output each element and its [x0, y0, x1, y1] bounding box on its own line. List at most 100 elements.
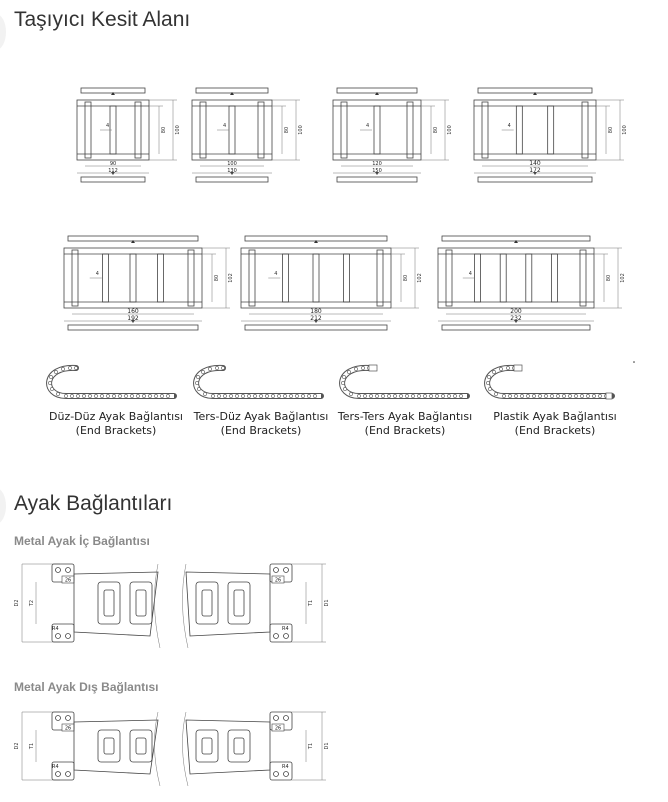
link-hole [100, 394, 104, 398]
pitch-label: 4 [366, 123, 369, 129]
link-hole [195, 381, 199, 385]
link-hole [124, 394, 128, 398]
label-d1: D1 [324, 742, 330, 749]
link-hole [201, 370, 205, 374]
link-hole [148, 394, 152, 398]
outer-width-label: 212 [310, 315, 322, 322]
label-t2: T2 [29, 600, 35, 607]
outer-frame [473, 99, 597, 161]
link-hole [592, 394, 596, 398]
chain-body [46, 364, 177, 399]
inner-width-label: 120 [372, 161, 382, 167]
link-hole [253, 394, 257, 398]
outer-width-label: 150 [372, 168, 382, 174]
pitch-label: 4 [274, 271, 277, 277]
caption-sub: (End Brackets) [514, 424, 596, 437]
link-hole [289, 394, 293, 398]
link-hole [343, 387, 347, 391]
chain-link-window [135, 737, 147, 755]
up-arrow [375, 92, 379, 95]
bolt-hole [273, 567, 279, 573]
link-hole [574, 394, 578, 398]
outer-frame [191, 99, 273, 161]
subtitle-inner-connection: Metal Ayak İç Bağlantısı [14, 534, 150, 548]
bolt-hole [65, 771, 71, 777]
divider [129, 253, 137, 303]
chain-inner [485, 365, 612, 398]
outer-frame [437, 247, 595, 309]
pitch-label: 4 [223, 123, 226, 129]
inner-width-label: 180 [310, 308, 322, 315]
chain-link [97, 729, 121, 763]
divider [551, 253, 558, 303]
link-hole [197, 387, 201, 391]
link-hole [580, 394, 584, 398]
link-hole [265, 394, 269, 398]
link-hole [283, 394, 287, 398]
link-hole [550, 394, 554, 398]
pitch-label: 4 [508, 123, 511, 129]
link-hole [342, 375, 346, 379]
label-d2: D2 [14, 599, 20, 606]
link-hole [506, 366, 510, 370]
link-hole [393, 394, 397, 398]
divider [343, 253, 350, 303]
caption-name: Ters-Düz Ayak Bağlantısı [193, 410, 329, 423]
link-hole [357, 394, 361, 398]
link-hole [70, 394, 74, 398]
chain-link-window [233, 589, 245, 617]
link-hole [347, 370, 351, 374]
link-hole [499, 367, 503, 371]
inner-height-label: 80 [403, 275, 409, 281]
outer-height-label: 100 [447, 125, 453, 135]
bolt-hole [55, 567, 61, 573]
side-decoration [0, 488, 6, 524]
chain-body [193, 364, 324, 399]
break-line [154, 563, 161, 649]
link-hole [435, 394, 439, 398]
bracket-bottom [269, 761, 293, 781]
link-hole [271, 394, 275, 398]
label-d2: D2 [14, 742, 20, 749]
link-hole [54, 370, 58, 374]
side-plate-left [340, 101, 348, 159]
chain-body [339, 364, 470, 399]
inner-height-label: 80 [608, 127, 614, 133]
link-hole [203, 392, 207, 396]
caption-sub: (End Brackets) [75, 424, 157, 437]
chain-outline [73, 719, 159, 775]
inner-height-label: 80 [433, 127, 439, 133]
chain-4 [484, 364, 615, 400]
caption-ters-ters: Ters-Ters Ayak Bağlantısı (End Brackets) [330, 410, 480, 438]
bolt-hole [273, 633, 279, 639]
link-hole [160, 394, 164, 398]
link-hole [354, 367, 358, 371]
chain-link-window [201, 589, 213, 617]
link-hole [399, 394, 403, 398]
link-hole [64, 394, 68, 398]
link-hole [196, 375, 200, 379]
link-hole [387, 394, 391, 398]
outer-width-label: 192 [127, 315, 139, 322]
side-plate-right [581, 101, 589, 159]
link-hole [405, 394, 409, 398]
link-hole [215, 366, 219, 370]
side-decoration [0, 14, 6, 50]
subtitle-outer-connection: Metal Ayak Dış Bağlantısı [14, 680, 159, 694]
inner-height-label: 80 [161, 127, 167, 133]
label-radius: R4 [52, 626, 59, 632]
label-radius: R4 [52, 764, 59, 770]
link-hole [508, 394, 512, 398]
divider [312, 253, 320, 303]
link-hole [494, 392, 498, 396]
divider [282, 253, 289, 303]
link-hole [295, 394, 299, 398]
link-hole [381, 394, 385, 398]
link-hole [142, 394, 146, 398]
label-hole: 26 [65, 578, 71, 584]
link-hole [112, 394, 116, 398]
